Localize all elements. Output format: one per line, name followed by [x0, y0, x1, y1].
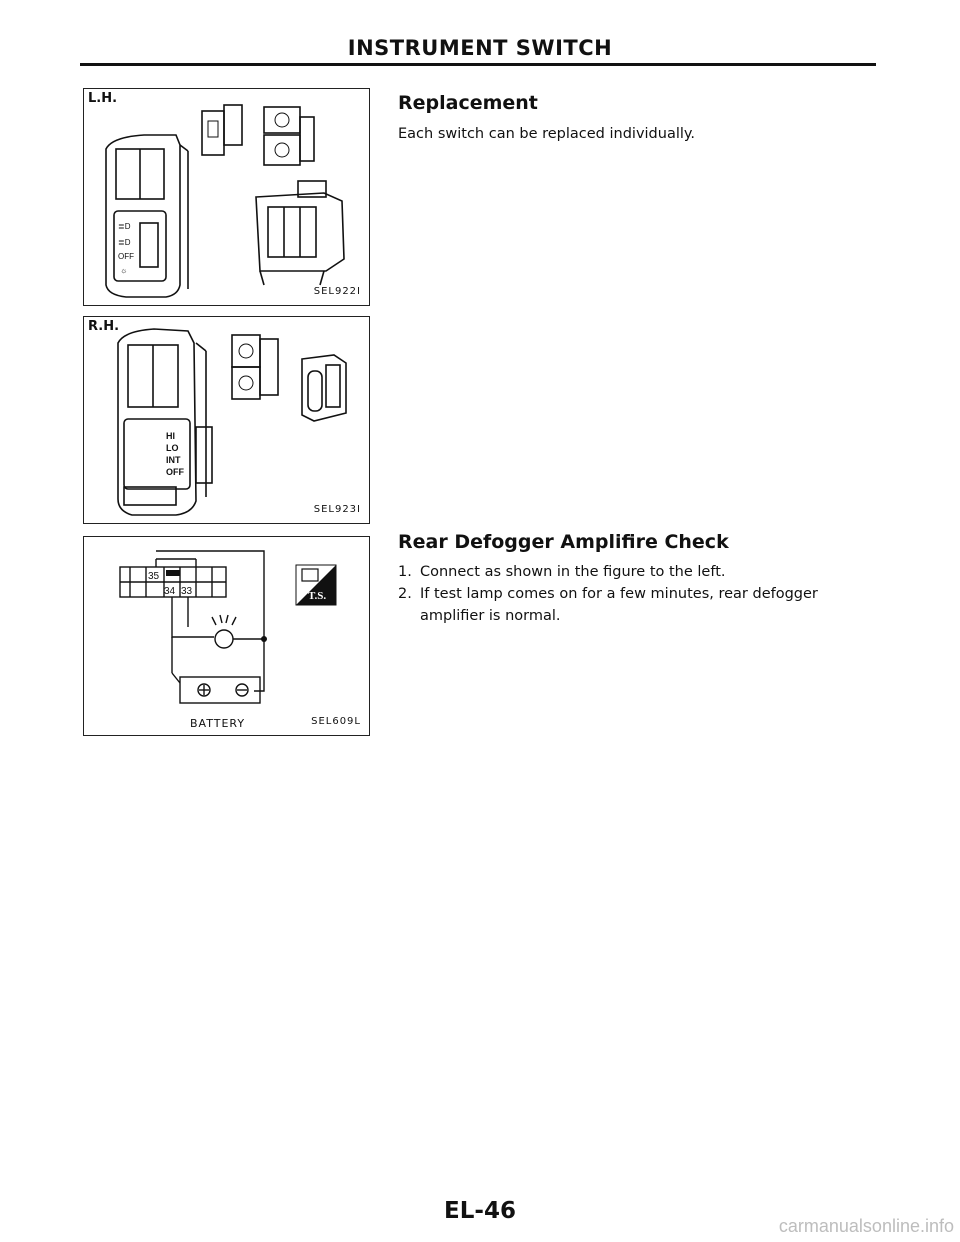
svg-text:☼: ☼: [120, 266, 127, 275]
defogger-step-1-num: 1.: [398, 564, 412, 580]
rh-switch-label-lo: LO: [166, 443, 179, 453]
terminal-34: 34: [164, 586, 176, 597]
svg-text:≣D: ≣D: [118, 222, 131, 231]
lh-switch-illustration: ≣D ≣D OFF ☼: [105, 104, 345, 298]
test-circuit-diagram: 35 34 33 T.S.: [119, 550, 337, 704]
replacement-title: Replacement: [398, 92, 538, 114]
figure-circuit-code: SEL609L: [311, 716, 361, 727]
svg-text:OFF: OFF: [118, 252, 134, 261]
terminal-33: 33: [181, 586, 193, 597]
ts-badge-text: T.S.: [308, 590, 326, 602]
figure-rh-label: R.H.: [88, 319, 120, 334]
battery-label: BATTERY: [190, 717, 246, 730]
figure-rh-code: SEL923I: [313, 504, 361, 515]
watermark: carmanualsonline.info: [778, 1216, 954, 1236]
defogger-step-2-num: 2.: [398, 586, 412, 602]
terminal-35: 35: [148, 571, 160, 582]
replacement-text: Each switch can be replaced individually…: [398, 126, 696, 142]
page-number: EL-46: [444, 1198, 516, 1224]
rh-switch-label-off: OFF: [166, 467, 184, 477]
ts-badge-icon: T.S.: [295, 564, 337, 606]
figure-test-circuit: 35 34 33 T.S. BATTERY SEL609L: [83, 536, 370, 736]
rh-switch-illustration: HI LO INT OFF: [117, 328, 347, 516]
figure-lh-switch: ≣D ≣D OFF ☼ L.H. SEL922I: [83, 88, 370, 306]
header-rule: [80, 63, 876, 66]
defogger-step-1-text: Connect as shown in the figure to the le…: [420, 564, 726, 580]
defogger-check-title: Rear Defogger Amplifire Check: [398, 531, 729, 553]
defogger-step-1: 1. Connect as shown in the figure to the…: [398, 561, 878, 583]
svg-text:≣D: ≣D: [118, 238, 131, 247]
rh-switch-label-hi: HI: [166, 431, 175, 441]
rh-switch-label-int: INT: [166, 455, 181, 465]
figure-lh-code: SEL922I: [313, 286, 361, 297]
page-title: INSTRUMENT SWITCH: [347, 36, 613, 60]
figure-lh-label: L.H.: [88, 91, 118, 106]
figure-rh-switch: HI LO INT OFF R.H. SEL923I: [83, 316, 370, 524]
defogger-step-2: 2. If test lamp comes on for a few minut…: [398, 583, 878, 627]
defogger-step-2-text: If test lamp comes on for a few minutes,…: [420, 586, 818, 624]
